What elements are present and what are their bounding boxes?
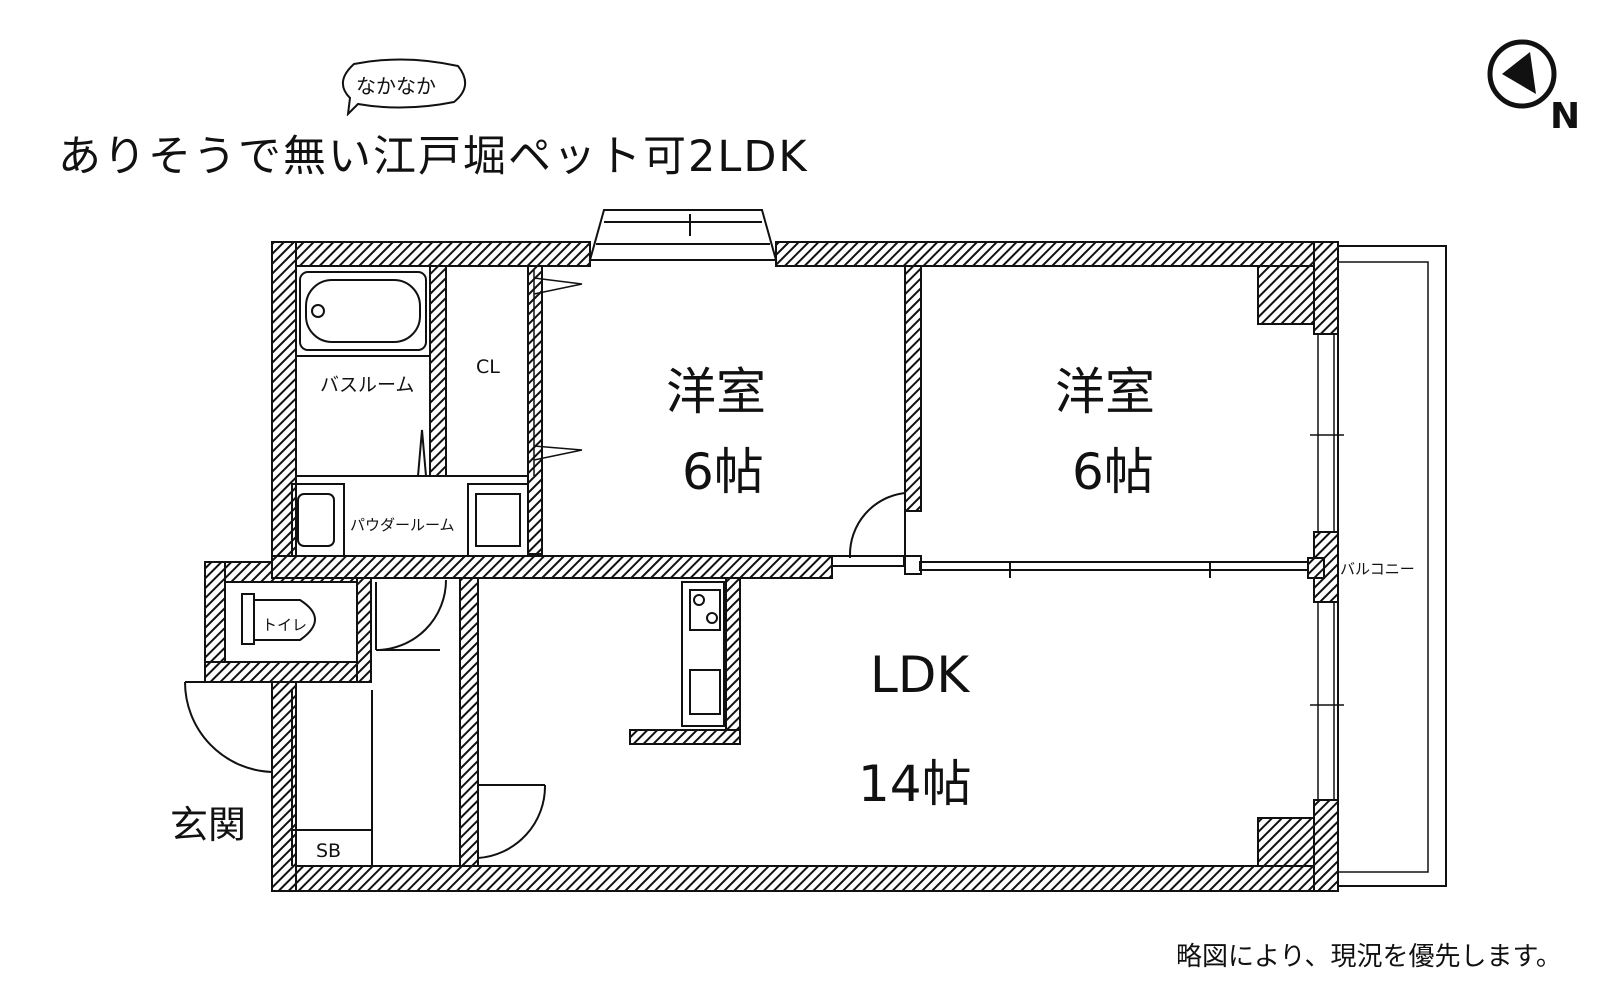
entrance-label: 玄関	[170, 803, 247, 847]
compass: N	[1490, 40, 1580, 140]
compass-label: N	[1550, 96, 1581, 137]
door-swings	[184, 492, 922, 859]
compass-icon	[1487, 39, 1557, 109]
powder-fixtures	[291, 429, 529, 557]
bathtub-icon	[299, 271, 427, 351]
powder-room-label: パウダールーム	[350, 516, 455, 534]
western-room-2-size: 6帖	[1072, 443, 1154, 501]
toilet-icon	[241, 593, 316, 645]
western-room-1-size: 6帖	[682, 443, 764, 501]
ldk-size: 14帖	[858, 755, 972, 813]
page-title: ありそうで無い江戸堀ペット可2LDK	[58, 132, 809, 182]
ldk-name: LDK	[870, 646, 970, 704]
closet-doors	[533, 270, 583, 476]
shoebox-label: SB	[316, 840, 342, 862]
kitchen-fixtures	[681, 581, 725, 727]
bubble-text: なかなか	[356, 74, 436, 98]
interior-walls	[271, 265, 1325, 867]
room-dividers	[291, 355, 1309, 866]
western-room-2-name: 洋室	[1055, 363, 1155, 421]
disclaimer-note: 略図により、現況を優先します。	[1176, 942, 1562, 972]
balcony-label: バルコニー	[1340, 560, 1415, 578]
top-window	[588, 209, 778, 261]
western-room-1-name: 洋室	[666, 363, 766, 421]
balcony-inner	[1337, 261, 1429, 873]
balcony-windows	[1310, 333, 1344, 801]
closet-label: CL	[476, 356, 500, 378]
toilet-label: トイレ	[262, 616, 308, 634]
bathroom-label: バスルーム	[320, 374, 415, 396]
speech-bubble: なかなか	[334, 56, 474, 116]
